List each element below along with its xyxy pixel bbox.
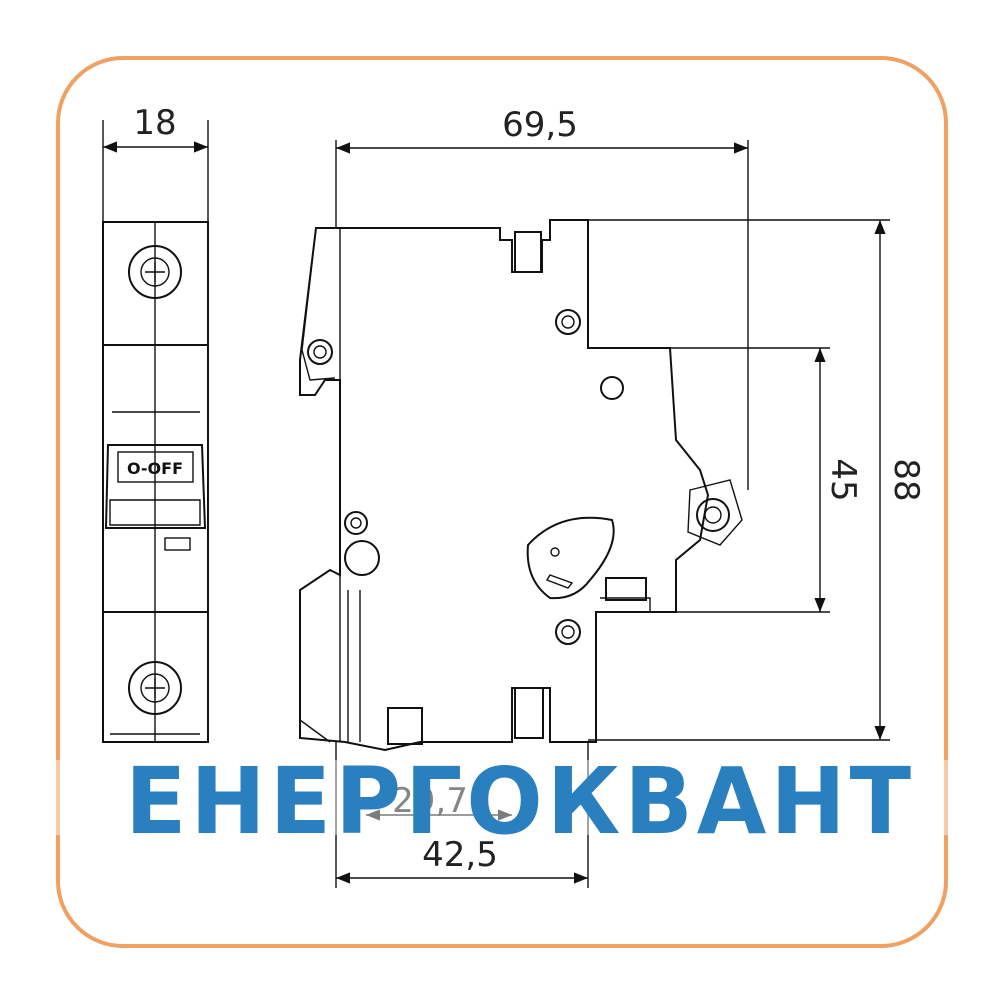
dim-88-label: 88: [886, 458, 926, 501]
screw-icon: [128, 245, 182, 299]
dim-18-label: 18: [133, 103, 176, 143]
dim-29-7-label: 29,7: [392, 781, 468, 821]
frame-border: [56, 56, 948, 948]
watermark-text: ЕНЕРГОКВАНТ: [125, 748, 915, 855]
dim-42-5-label: 42,5: [422, 835, 498, 875]
side-view: 69,5 88 45: [299, 105, 926, 888]
screw-icon: [128, 661, 182, 715]
front-view: 18 O-OFF: [102, 103, 209, 743]
dim-69-5-label: 69,5: [502, 105, 578, 145]
switch-label: O-OFF: [127, 459, 183, 478]
dim-45-label: 45: [823, 458, 863, 501]
